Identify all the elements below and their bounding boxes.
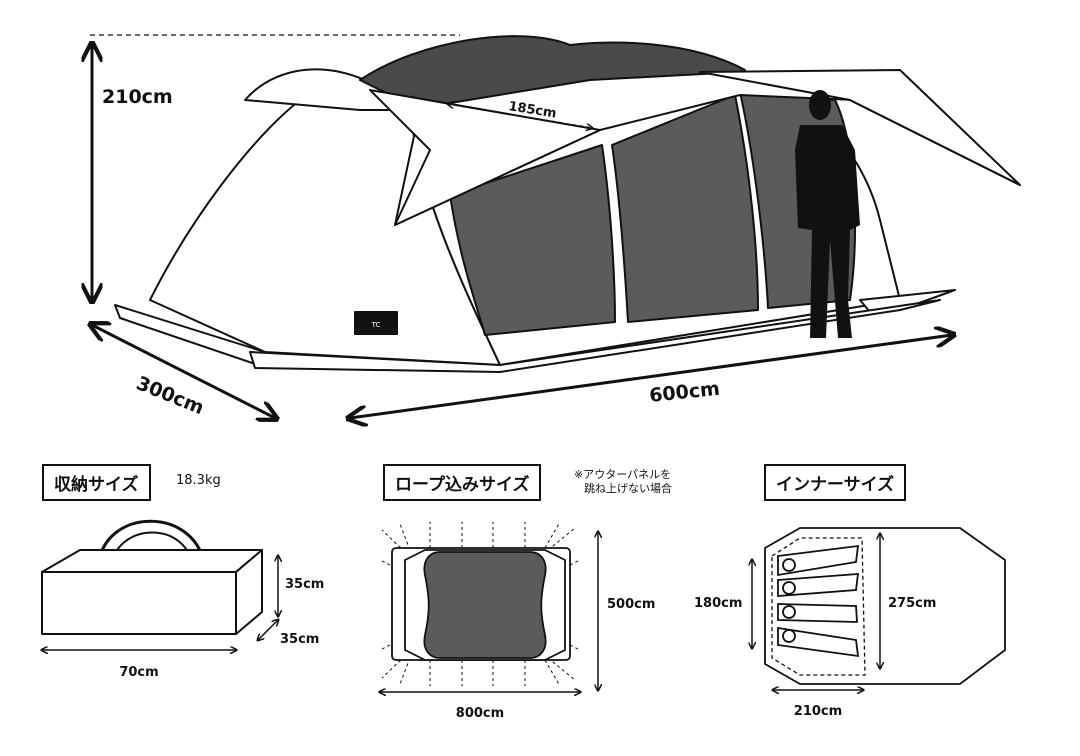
footprint-mesh-area — [423, 551, 547, 659]
sleeper-3 — [777, 603, 858, 623]
packed-width-label: 70cm — [119, 665, 158, 680]
inner-tent-plan — [764, 527, 1006, 685]
packed-depth-label: 35cm — [280, 632, 319, 647]
sleeping-pads — [777, 544, 860, 658]
packed-bag — [41, 519, 263, 635]
height-label: 210cm — [102, 86, 173, 108]
right-brim — [699, 69, 1021, 186]
footprint-note-line2: 跳ね上げない場合 — [584, 482, 672, 495]
sleeper-2 — [777, 573, 860, 597]
person-silhouette — [795, 90, 860, 338]
footprint-depth-label: 500cm — [607, 597, 655, 612]
footprint-note-line1: ※アウターパネルを — [574, 468, 672, 481]
tent-illustration: TC — [90, 34, 1021, 373]
packed-depth-line — [258, 620, 278, 640]
length-dimension-line — [350, 335, 952, 418]
footprint-size-title: ロープ込みサイズ — [383, 464, 542, 501]
inner-right-depth-label: 275cm — [888, 596, 936, 611]
svg-text:TC: TC — [371, 321, 381, 329]
packed-height-label: 35cm — [285, 577, 324, 592]
brim-label: 185cm — [507, 99, 557, 121]
sleeper-1 — [777, 544, 860, 577]
brim-dimension-line — [448, 104, 592, 128]
footprint-plan — [379, 521, 581, 687]
sleeper-4 — [777, 626, 860, 658]
mesh-panel-2 — [611, 94, 759, 323]
packed-size-title: 収納サイズ — [42, 464, 151, 501]
mesh-panel-1 — [449, 144, 616, 336]
depth-dimension-line — [92, 325, 275, 418]
guy-ropes — [379, 521, 581, 687]
inner-width-label: 210cm — [794, 704, 842, 719]
length-label: 600cm — [648, 378, 721, 407]
packed-weight: 18.3kg — [176, 473, 221, 488]
footprint-width-label: 800cm — [456, 706, 504, 721]
footprint-note: ※アウターパネルを 跳ね上げない場合 — [574, 468, 672, 496]
inner-left-depth-label: 180cm — [694, 596, 742, 611]
inner-size-title: インナーサイズ — [764, 464, 907, 501]
